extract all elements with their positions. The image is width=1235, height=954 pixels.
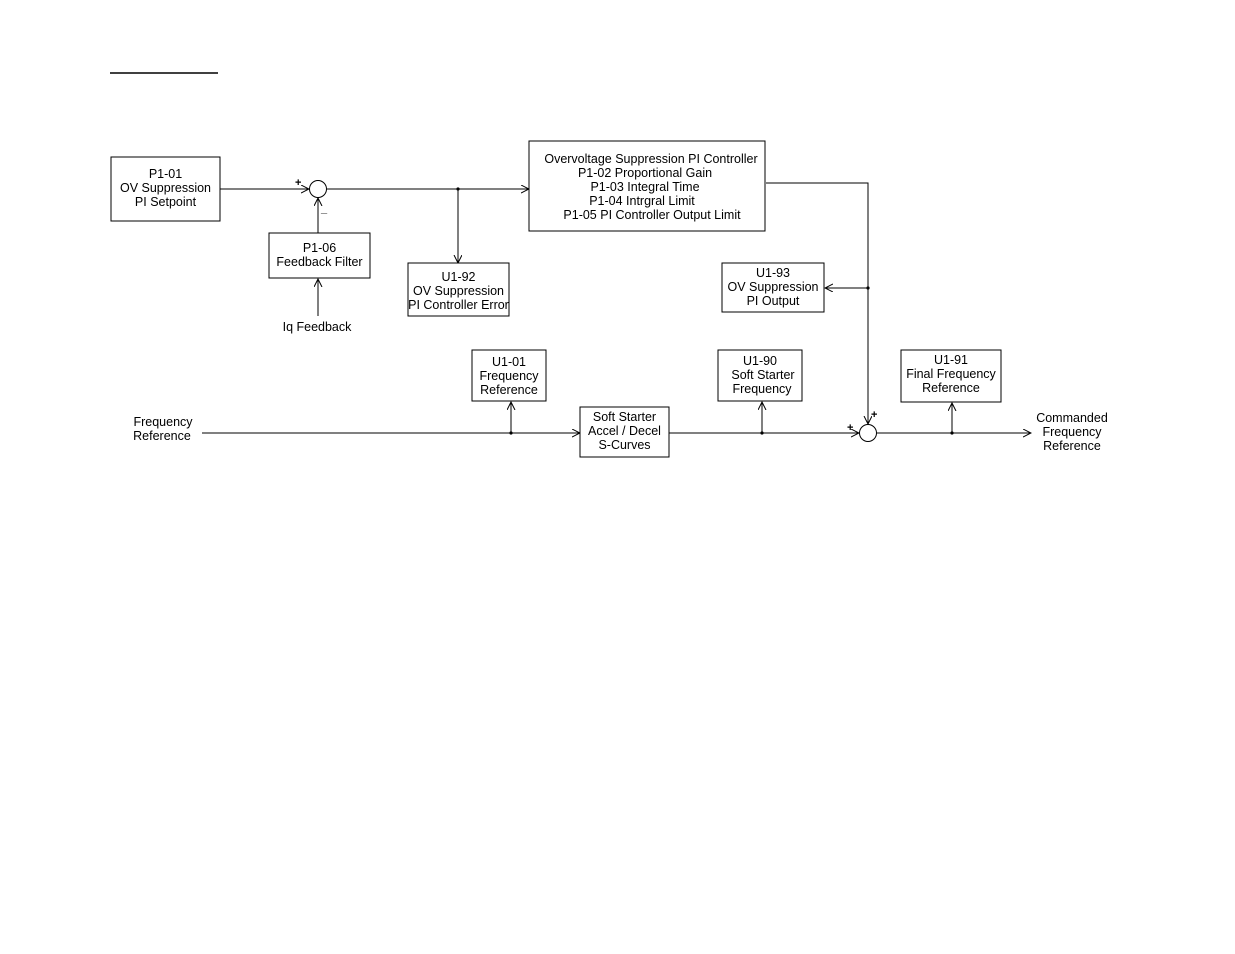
block-line: P1-01 <box>149 167 182 181</box>
block-line: OV Suppression <box>413 284 504 298</box>
wire-controller-to-sum2 <box>766 182 868 424</box>
sum1-plus-sign: + <box>295 177 301 189</box>
block-line: U1-91 <box>934 353 968 367</box>
commanded-frequency-reference-label: Reference <box>1043 439 1101 453</box>
junction-dot <box>509 431 513 435</box>
block-line: Reference <box>922 381 980 395</box>
block-line: Frequency <box>479 369 539 383</box>
block-line: Final Frequency <box>906 367 996 381</box>
signal-wires <box>202 182 1031 435</box>
block-line: PI Setpoint <box>135 195 197 209</box>
block-line: Overvoltage Suppression PI Controller <box>544 152 757 166</box>
block-soft-starter: Soft Starter Accel / Decel S-Curves <box>579 406 670 458</box>
junction-dot <box>950 431 954 435</box>
block-line: P1-06 <box>303 241 336 255</box>
block-line: Accel / Decel <box>588 424 661 438</box>
block-line: Soft Starter <box>593 410 656 424</box>
block-p1-06: P1-06 Feedback Filter <box>268 232 371 279</box>
block-line: P1-04 Intrgral Limit <box>589 194 695 208</box>
sum1-minus-sign: _ <box>320 203 328 215</box>
block-line: P1-05 PI Controller Output Limit <box>563 208 741 222</box>
block-line: P1-03 Integral Time <box>590 180 699 194</box>
block-line: Soft Starter <box>731 368 794 382</box>
block-u1-92: U1-92 OV Suppression PI Controller Error <box>407 262 510 317</box>
block-u1-91: U1-91 Final Frequency Reference <box>900 349 1002 403</box>
block-line: OV Suppression <box>120 181 211 195</box>
block-u1-01: U1-01 Frequency Reference <box>471 349 547 402</box>
block-u1-93: U1-93 OV Suppression PI Output <box>721 262 825 313</box>
commanded-frequency-reference-label: Commanded <box>1036 411 1108 425</box>
block-line: U1-90 <box>743 354 777 368</box>
block-line: P1-02 Proportional Gain <box>578 166 712 180</box>
block-line: U1-93 <box>756 266 790 280</box>
junction-dot <box>760 431 764 435</box>
junction-dot <box>866 286 870 290</box>
iq-feedback-label: Iq Feedback <box>283 320 353 334</box>
block-line: S-Curves <box>598 438 650 452</box>
summing-junction-1 <box>309 180 327 198</box>
commanded-frequency-reference-label: Frequency <box>1042 425 1102 439</box>
block-p1-01: P1-01 OV Suppression PI Setpoint <box>110 156 221 222</box>
block-line: OV Suppression <box>727 280 818 294</box>
block-line: U1-92 <box>441 270 475 284</box>
block-line: Frequency <box>732 382 792 396</box>
block-line: Reference <box>480 383 538 397</box>
block-pi-controller: Overvoltage Suppression PI Controller P1… <box>528 140 766 232</box>
block-line: PI Controller Error <box>408 298 509 312</box>
frequency-reference-label: Frequency <box>133 415 193 429</box>
block-line: U1-01 <box>492 355 526 369</box>
block-line: Feedback Filter <box>276 255 362 269</box>
sum2-plus-left-sign: + <box>847 422 853 434</box>
block-u1-90: U1-90 Soft Starter Frequency <box>717 349 803 402</box>
junction-dot <box>456 187 460 191</box>
summing-junction-2 <box>859 424 877 442</box>
block-line: PI Output <box>747 294 800 308</box>
frequency-reference-label: Reference <box>133 429 191 443</box>
sum2-plus-top-sign: + <box>871 409 877 421</box>
